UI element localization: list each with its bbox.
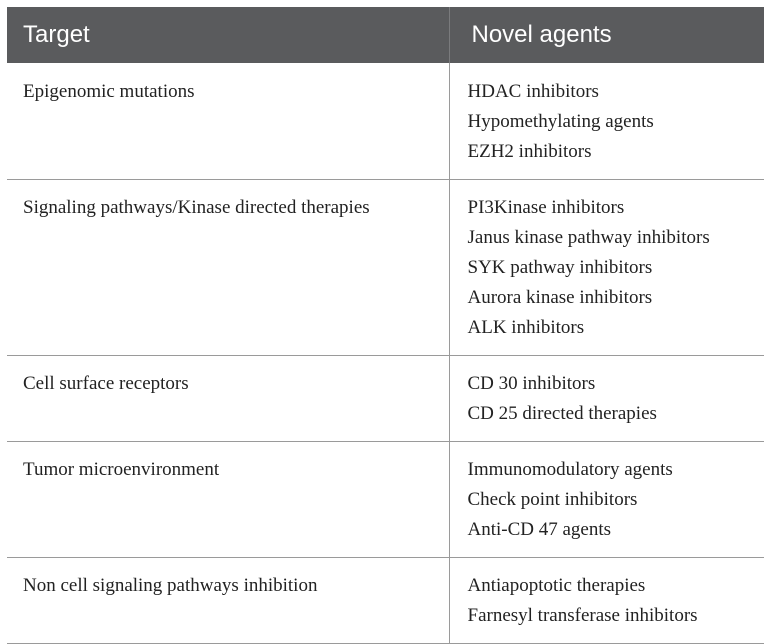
agents-cell: Antiapoptotic therapies Farnesyl transfe…: [448, 557, 764, 643]
table-row: Tumor microenvironment Immunomodulatory …: [7, 441, 764, 558]
agent-item: EZH2 inhibitors: [467, 141, 592, 162]
agent-item: ALK inhibitors: [467, 317, 585, 338]
table-header: Target Novel agents: [7, 7, 764, 63]
agent-item: Check point inhibitors: [467, 489, 638, 510]
header-row: Target Novel agents: [7, 7, 764, 63]
agents-cell: Immunomodulatory agents Check point inhi…: [448, 441, 764, 558]
header-target: Target: [23, 21, 90, 48]
novel-agents-table: Target Novel agents Epigenomic mutations…: [7, 7, 764, 644]
table-body: Epigenomic mutations HDAC inhibitors Hyp…: [7, 63, 764, 643]
header-novel-agents: Novel agents: [448, 7, 764, 63]
target-cell: Tumor microenvironment: [7, 441, 449, 558]
agent-item: Immunomodulatory agents: [467, 459, 673, 480]
agent-item: CD 25 directed therapies: [467, 403, 657, 424]
agent-item: HDAC inhibitors: [467, 81, 599, 102]
agent-item: SYK pathway inhibitors: [467, 257, 653, 278]
agent-item: Janus kinase pathway inhibitors: [467, 227, 710, 248]
agent-item: Farnesyl transferase inhibitors: [467, 605, 698, 626]
table-row: Non cell signaling pathways inhibition A…: [7, 557, 764, 643]
table-row: Epigenomic mutations HDAC inhibitors Hyp…: [7, 63, 764, 180]
agent-item: Aurora kinase inhibitors: [467, 287, 653, 308]
table-row: Cell surface receptors CD 30 inhibitors …: [7, 355, 764, 442]
agent-item: Antiapoptotic therapies: [467, 575, 646, 596]
table: Target Novel agents Epigenomic mutations…: [7, 7, 764, 643]
target-cell: Cell surface receptors: [7, 355, 449, 442]
target-cell: Signaling pathways/Kinase directed thera…: [7, 179, 449, 356]
agents-cell: HDAC inhibitors Hypomethylating agents E…: [448, 63, 764, 180]
page: { "table": { "headers": { "target": "Tar…: [7, 7, 764, 644]
agent-item: PI3Kinase inhibitors: [467, 197, 625, 218]
agent-item: CD 30 inhibitors: [467, 373, 596, 394]
target-cell: Non cell signaling pathways inhibition: [7, 557, 449, 643]
agents-cell: PI3Kinase inhibitors Janus kinase pathwa…: [448, 179, 764, 356]
agent-item: Hypomethylating agents: [467, 111, 654, 132]
table-row: Signaling pathways/Kinase directed thera…: [7, 179, 764, 356]
agents-cell: CD 30 inhibitors CD 25 directed therapie…: [448, 355, 764, 442]
agent-item: Anti-CD 47 agents: [467, 519, 612, 540]
target-cell: Epigenomic mutations: [23, 81, 195, 102]
